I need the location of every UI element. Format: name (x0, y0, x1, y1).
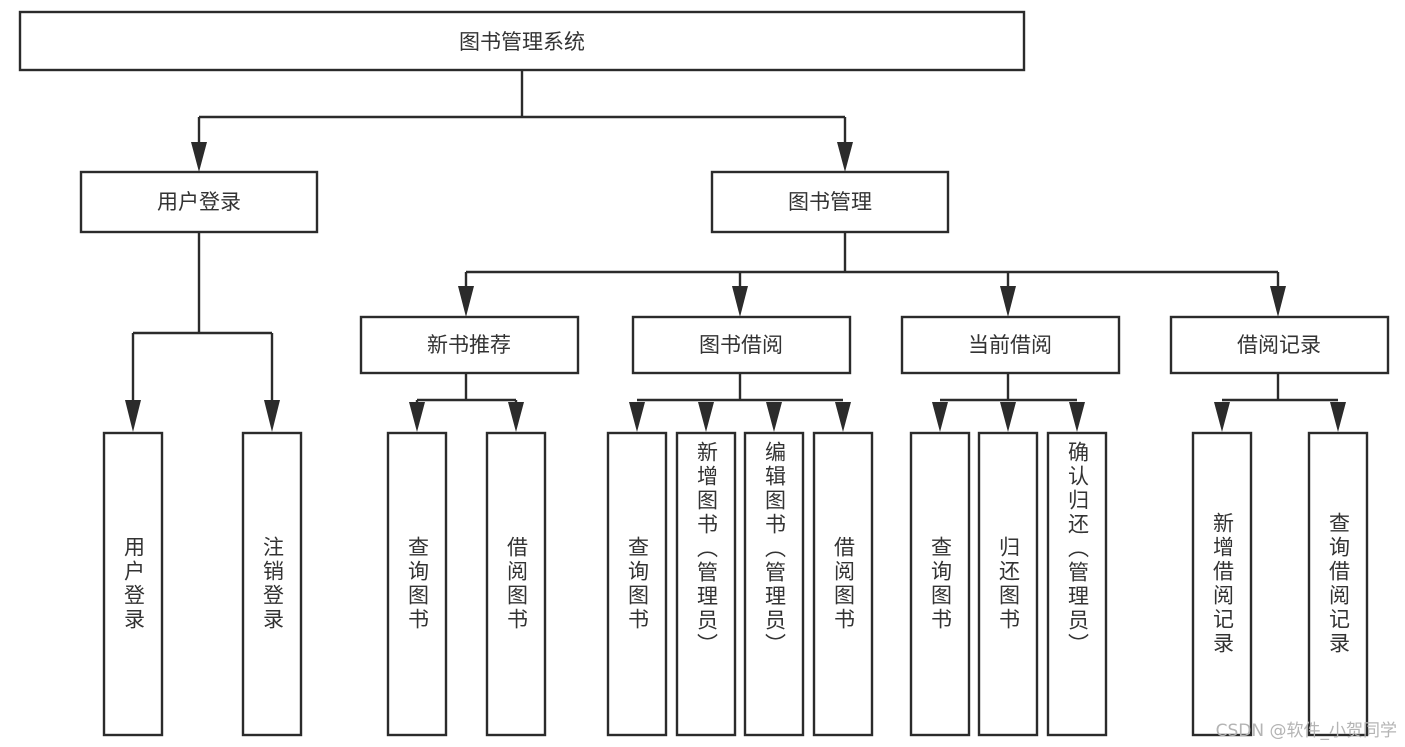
node-box-leaf-user-login[interactable] (102, 431, 164, 737)
node-book-borrow[interactable]: 图书借阅 (631, 315, 852, 375)
node-new-book-rec[interactable]: 新书推荐 (359, 315, 580, 375)
node-user-login[interactable]: 用户登录 (79, 170, 319, 234)
arrowhead-leaf-query-book-2 (629, 402, 645, 432)
connector-group-book-borrow (629, 373, 851, 432)
node-book-manage[interactable]: 图书管理 (710, 170, 950, 234)
node-box-new-book-rec[interactable] (359, 315, 580, 375)
arrowhead-leaf-query-record (1330, 402, 1346, 432)
node-root[interactable]: 图书管理系统 (18, 10, 1026, 72)
node-box-leaf-query-book-3[interactable] (909, 431, 971, 737)
arrowhead-leaf-borrow-book-1 (508, 402, 524, 432)
node-label-book-manage: 图书管理 (788, 190, 872, 214)
arrowhead-new-book-rec (458, 286, 474, 317)
node-label-user-login: 用户登录 (157, 190, 241, 214)
node-box-leaf-borrow-book-1[interactable] (485, 431, 547, 737)
node-box-book-borrow[interactable] (631, 315, 852, 375)
node-box-current-borrow[interactable] (900, 315, 1121, 375)
node-box-leaf-borrow-book-2[interactable] (812, 431, 874, 737)
node-box-leaf-logout[interactable] (241, 431, 303, 737)
leaf-boxes (102, 431, 1369, 737)
arrowhead-current-borrow (1000, 286, 1016, 317)
node-box-leaf-add-record[interactable] (1191, 431, 1253, 737)
node-label-root: 图书管理系统 (459, 30, 585, 54)
node-box-book-manage[interactable] (710, 170, 950, 234)
node-box-leaf-query-record[interactable] (1307, 431, 1369, 737)
watermark-text: CSDN @软件_小贺同学 (1215, 721, 1397, 741)
arrowhead-leaf-return-book (1000, 402, 1016, 432)
arrowhead-leaf-confirm-return (1069, 402, 1085, 432)
node-box-leaf-return-book[interactable] (977, 431, 1039, 737)
arrowhead-leaf-add-book (698, 402, 714, 432)
arrowhead-leaf-borrow-book-2 (835, 402, 851, 432)
connector-group-borrow-record (1214, 373, 1346, 432)
connector-group-new-book-rec (409, 373, 524, 432)
arrowhead-leaf-add-record (1214, 402, 1230, 432)
node-box-leaf-query-book-1[interactable] (386, 431, 448, 737)
arrowhead-user-login (191, 142, 207, 172)
arrowhead-leaf-edit-book (766, 402, 782, 432)
node-box-leaf-add-book[interactable] (675, 431, 737, 737)
arrowhead-leaf-logout (264, 400, 280, 432)
node-current-borrow[interactable]: 当前借阅 (900, 315, 1121, 375)
node-label-book-borrow: 图书借阅 (699, 333, 783, 357)
arrowhead-book-manage (837, 142, 853, 172)
node-box-leaf-query-book-2[interactable] (606, 431, 668, 737)
connector-group-root (191, 70, 853, 172)
node-box-leaf-edit-book[interactable] (743, 431, 805, 737)
arrowhead-leaf-user-login (125, 400, 141, 432)
node-label-borrow-record: 借阅记录 (1237, 333, 1321, 357)
arrowhead-leaf-query-book-3 (932, 402, 948, 432)
node-label-new-book-rec: 新书推荐 (427, 333, 511, 357)
connector-group-current-borrow (932, 373, 1085, 432)
node-box-leaf-confirm-return[interactable] (1046, 431, 1108, 737)
connector-group-user-login (125, 232, 280, 432)
node-borrow-record[interactable]: 借阅记录 (1169, 315, 1390, 375)
connector-group-book-manage (458, 232, 1286, 317)
node-box-borrow-record[interactable] (1169, 315, 1390, 375)
arrowhead-borrow-record (1270, 286, 1286, 317)
node-label-current-borrow: 当前借阅 (968, 333, 1052, 357)
node-box-user-login[interactable] (79, 170, 319, 234)
arrowhead-leaf-query-book-1 (409, 402, 425, 432)
node-box-root[interactable] (18, 10, 1026, 72)
arrowhead-book-borrow (732, 286, 748, 317)
